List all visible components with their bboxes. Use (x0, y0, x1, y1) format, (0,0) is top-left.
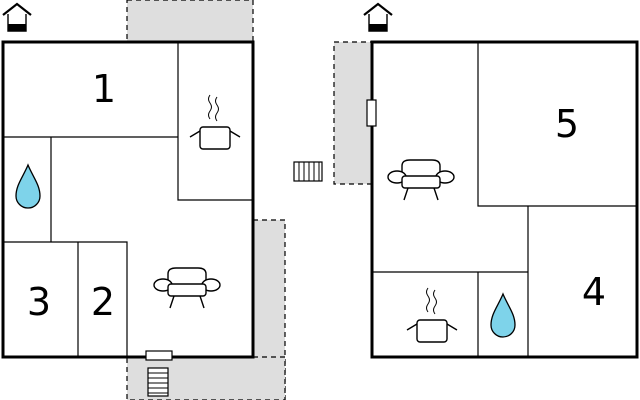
bathroom-drop-icon (15, 163, 41, 209)
room-label-3: 3 (27, 280, 51, 324)
room-label-5: 5 (555, 102, 579, 146)
room-label-1: 1 (92, 67, 116, 111)
ground-floor (1, 40, 255, 361)
kitchen-pot-icon (189, 94, 241, 150)
ground-floor-inner-walls (3, 42, 253, 357)
upper-floor (366, 40, 639, 359)
kitchen-pot-icon (406, 287, 458, 343)
balcony-door (366, 99, 377, 127)
stairs-icon (147, 367, 169, 397)
room-label-2: 2 (91, 280, 115, 324)
upper-floor-outer-wall (370, 40, 639, 359)
bathroom-drop-icon (490, 292, 516, 338)
balcony (333, 41, 373, 185)
radiator-icon (293, 161, 323, 182)
house-icon (2, 2, 32, 32)
sofa-icon (387, 159, 455, 201)
entrance-door (145, 350, 173, 361)
room-label-4: 4 (582, 270, 606, 314)
terrace-top (126, 0, 254, 43)
sofa-icon (153, 267, 221, 309)
upper-floor-inner-walls (372, 42, 637, 357)
house-icon (363, 2, 393, 32)
